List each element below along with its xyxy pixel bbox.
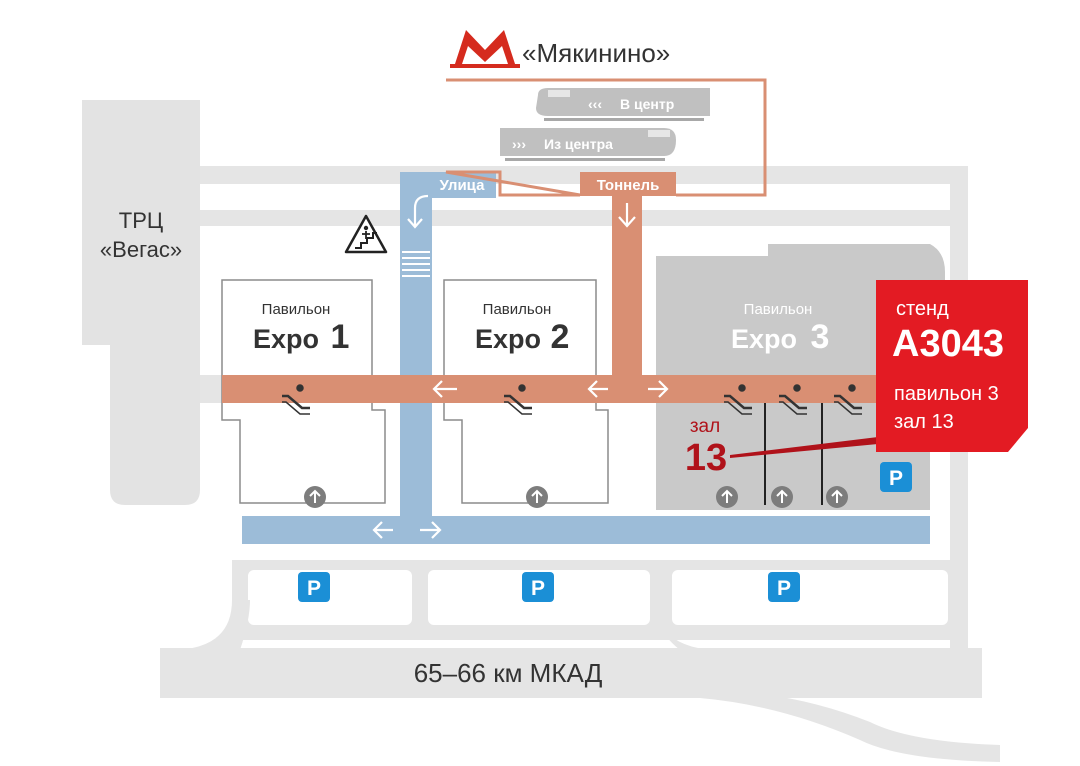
pavilion-1-number: 1 xyxy=(331,318,350,356)
mall-building xyxy=(110,100,200,505)
hall-label: зал xyxy=(690,416,720,437)
road-label: 65–66 км МКАД xyxy=(414,658,603,688)
mall-label-line2: «Вегас» xyxy=(100,237,182,262)
escalator-icon xyxy=(504,384,532,415)
metro-logo-icon xyxy=(450,30,520,68)
entrance-arrow-icon xyxy=(716,486,738,508)
pavilion-1-name: Expo xyxy=(253,324,319,354)
hall-13[interactable]: зал 13 xyxy=(685,416,878,479)
parking-icon: P xyxy=(522,572,554,602)
entrance-arrow-icon xyxy=(771,486,793,508)
entrance-arrow-icon xyxy=(526,486,548,508)
pavilion-2-name: Expo xyxy=(475,324,541,354)
parking-signs: P P P P xyxy=(298,462,912,602)
direction-arrow-icon xyxy=(420,521,442,539)
entrance-arrow-icon xyxy=(826,486,848,508)
pavilion-3-number: 3 xyxy=(811,318,830,356)
street-label: Улица xyxy=(440,177,486,194)
train-icon xyxy=(536,88,710,116)
stand-code: A3043 xyxy=(892,323,1004,365)
svg-text:P: P xyxy=(889,467,903,490)
svg-text:P: P xyxy=(777,577,791,600)
pavilion-1-caption: Павильон xyxy=(262,301,331,318)
svg-text:‹‹‹: ‹‹‹ xyxy=(588,96,602,112)
hall-pointer xyxy=(730,437,878,458)
tunnel-down-arrow xyxy=(618,203,636,228)
parking-icon: P xyxy=(880,462,912,492)
svg-text:›››: ››› xyxy=(512,136,526,152)
stand-pavilion: павильон 3 xyxy=(894,383,999,405)
stand-hall: зал 13 xyxy=(894,411,954,433)
pavilion-3-name: Expo xyxy=(731,324,797,354)
svg-text:P: P xyxy=(531,577,545,600)
parking-icon: P xyxy=(298,572,330,602)
train-to-center: ‹‹‹ В центр xyxy=(536,88,710,121)
direction-arrow-icon xyxy=(432,380,457,398)
pavilion-2-caption: Павильон xyxy=(483,301,552,318)
parking-icon: P xyxy=(768,572,800,602)
train-icon xyxy=(500,128,676,156)
direction-arrow-icon xyxy=(372,521,393,539)
tunnel-route xyxy=(222,78,876,403)
escalators xyxy=(282,384,862,415)
street-route-bottom xyxy=(242,516,930,544)
train-from-center: ››› Из центра xyxy=(500,128,676,161)
metro-station-name: «Мякинино» xyxy=(522,38,670,68)
entrance-arrow-icon xyxy=(304,486,326,508)
ramp-left xyxy=(170,600,250,650)
svg-text:P: P xyxy=(307,577,321,600)
escalator-icon xyxy=(724,384,752,415)
metro-header: «Мякинино» ‹‹‹ В центр ››› Из центра xyxy=(450,30,710,161)
mall-wing xyxy=(82,100,110,345)
direction-arrows xyxy=(372,380,669,539)
pavilion-3-caption: Павильон xyxy=(744,301,813,318)
mkad-road xyxy=(160,648,982,698)
mall-label-line1: ТРЦ xyxy=(119,208,163,233)
escalator-icon xyxy=(834,384,862,415)
direction-arrow-icon xyxy=(587,380,608,398)
street-turn-arrow xyxy=(407,194,429,229)
stairs xyxy=(402,251,430,277)
street-route-vertical xyxy=(400,172,432,544)
mkad-exit xyxy=(700,690,1000,762)
direction-arrow-icon xyxy=(648,380,669,398)
stand-label: стенд xyxy=(896,298,949,320)
entrances xyxy=(304,486,848,508)
ramp-right xyxy=(650,600,720,650)
tunnel-label: Тоннель xyxy=(597,177,660,194)
road-lower xyxy=(200,210,968,226)
warning-stairs-icon xyxy=(344,214,388,254)
train-to-center-label: В центр xyxy=(620,96,674,112)
train-from-center-label: Из центра xyxy=(544,136,613,152)
escalator-icon xyxy=(282,384,310,415)
street-route xyxy=(242,172,930,544)
stand-callout[interactable]: стенд A3043 павильон 3 зал 13 xyxy=(876,280,1028,452)
hall-number: 13 xyxy=(685,437,727,479)
escalator-icon xyxy=(779,384,807,415)
pavilion-2-number: 2 xyxy=(551,318,570,356)
